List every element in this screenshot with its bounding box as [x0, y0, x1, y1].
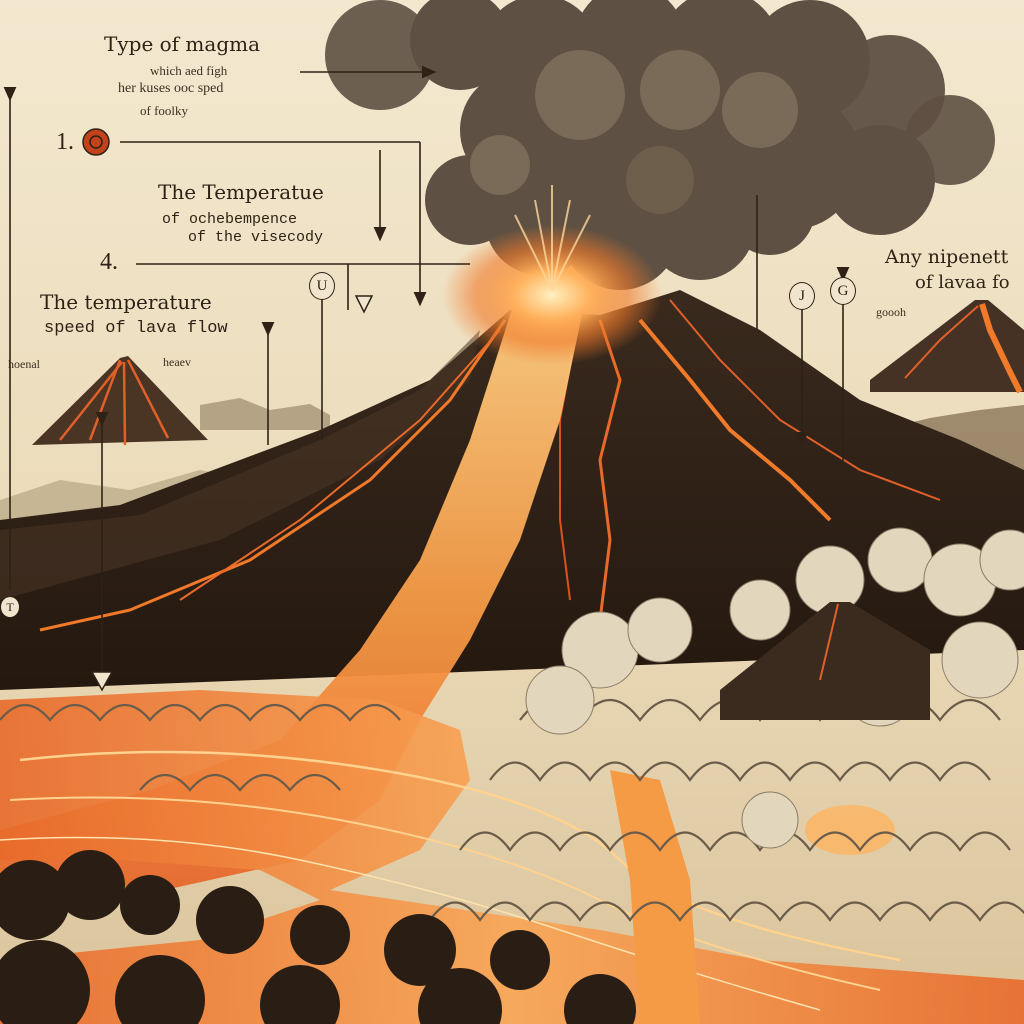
label-temp-line2: of ochebempence	[162, 211, 298, 228]
label-magma-line2: which aed figh	[150, 63, 228, 78]
small-volcano-right	[870, 300, 1024, 394]
label-temp-line3: of the visecody	[188, 229, 324, 246]
vent-glow	[442, 185, 662, 365]
circle-marker-b: J	[789, 282, 815, 310]
label-number-1: 1.	[56, 129, 74, 155]
label-magma-line4: of foolky	[140, 103, 189, 118]
label-speed-line2: speed of lava flow	[44, 319, 228, 338]
small-volcano-left	[32, 356, 208, 446]
label-right-line2: of lavaa fo	[915, 272, 1010, 293]
label-small-left-a: hoenal	[8, 357, 40, 371]
triangle-markers	[82, 128, 374, 692]
sea-cone	[720, 602, 930, 720]
circle-marker-c: G	[830, 277, 856, 305]
label-right-title: Any nipenett	[885, 246, 1009, 268]
label-small-right: goooh	[876, 305, 906, 319]
foreground-shrubs	[0, 850, 636, 1024]
label-small-left-b: heaev	[163, 355, 191, 369]
label-temp-title: The Temperatue	[158, 180, 324, 204]
circle-marker-a: U	[309, 272, 335, 300]
label-magma-line3: her kuses ooc sped	[118, 81, 224, 96]
label-magma-title: Type of magma	[104, 32, 261, 56]
label-speed-title: The temperature	[40, 290, 212, 314]
label-number-4: 4.	[100, 249, 118, 275]
spiral-marker	[82, 128, 110, 156]
edge-marker: T	[0, 596, 20, 618]
annotation-lines	[3, 65, 850, 672]
